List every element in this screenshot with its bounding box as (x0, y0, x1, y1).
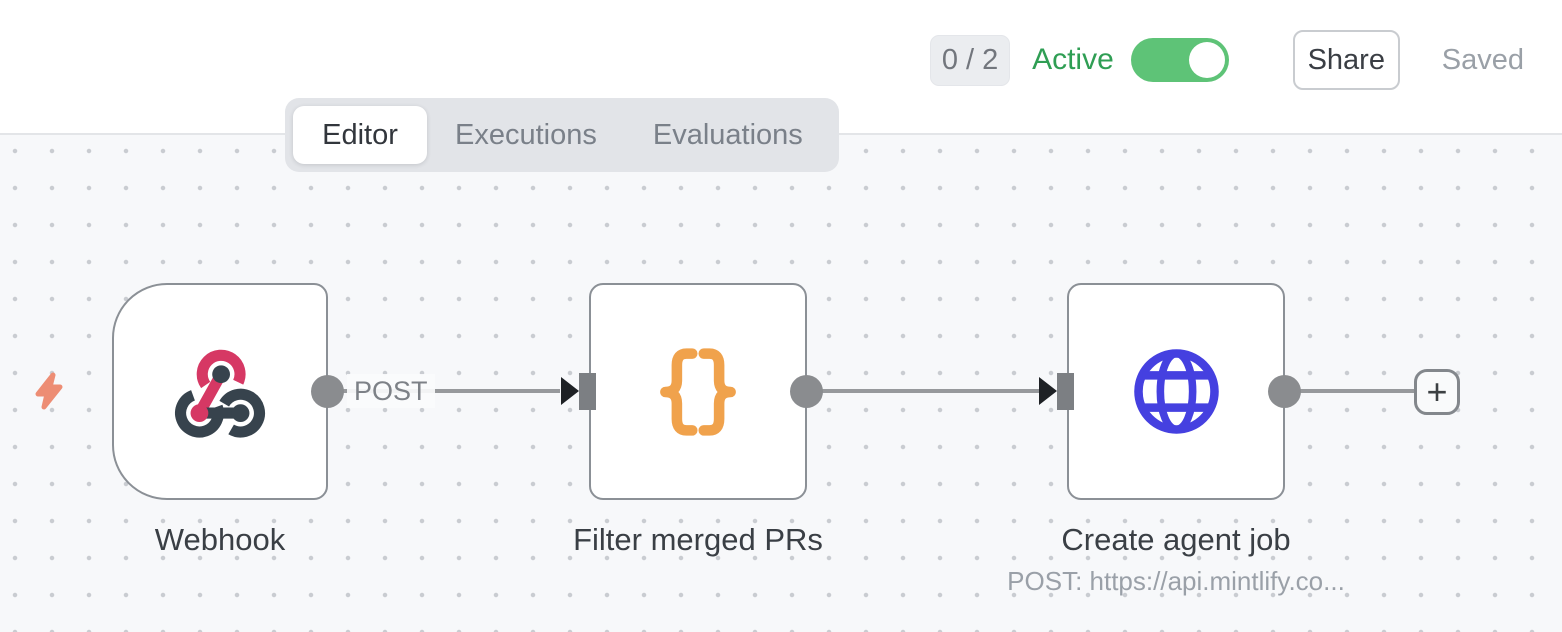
node-label: Webhook (154, 522, 286, 557)
share-button[interactable]: Share (1292, 30, 1400, 90)
input-port[interactable] (1057, 373, 1074, 410)
view-tab-bar: Editor Executions Evaluations (285, 98, 839, 172)
node-label: Create agent job (1061, 522, 1291, 557)
saved-status: Saved (1441, 43, 1524, 76)
issues-counter-badge: 0 / 2 (930, 34, 1011, 86)
connection-post-label: POST (347, 374, 435, 408)
toggle-knob (1188, 42, 1225, 78)
code-braces-icon (660, 347, 736, 436)
tab-editor[interactable]: Editor (293, 106, 427, 164)
output-port[interactable] (1268, 375, 1301, 408)
node-webhook[interactable] (112, 283, 328, 500)
connection-line[interactable] (332, 389, 560, 393)
connection-line[interactable] (1288, 389, 1414, 393)
node-label: Filter merged PRs (573, 522, 823, 557)
output-port[interactable] (790, 375, 823, 408)
workflow-canvas[interactable]: POST Webhook (0, 135, 1562, 632)
webhook-icon (175, 349, 266, 438)
connection-line[interactable] (811, 389, 1040, 393)
connection-arrowhead-icon (561, 377, 579, 405)
top-bar-actions: 0 / 2 Active Share Saved (930, 0, 1524, 120)
node-filter-merged-prs[interactable] (589, 283, 807, 500)
add-node-button[interactable]: + (1414, 369, 1460, 415)
active-toggle[interactable] (1130, 38, 1229, 82)
tab-evaluations[interactable]: Evaluations (652, 118, 803, 151)
connection-arrowhead-icon (1039, 377, 1057, 405)
lightning-bolt-icon (35, 372, 63, 410)
input-port[interactable] (579, 373, 596, 410)
active-label: Active (1032, 43, 1114, 76)
node-create-agent-job[interactable] (1067, 283, 1285, 500)
node-subtitle: POST: https://api.mintlify.co... (1007, 566, 1345, 596)
globe-icon (1133, 349, 1219, 434)
tab-executions[interactable]: Executions (455, 118, 597, 151)
output-port[interactable] (311, 375, 344, 408)
